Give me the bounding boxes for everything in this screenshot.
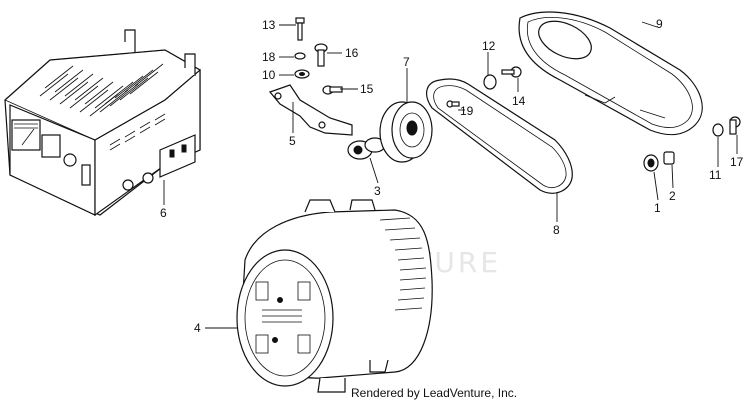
- callout-5: 5: [289, 134, 296, 148]
- callout-2: 2: [669, 189, 676, 203]
- callout-4: 4: [194, 321, 201, 335]
- bolt-17-part[interactable]: [729, 116, 741, 135]
- washer-18-part[interactable]: [294, 52, 306, 60]
- callout-15: 15: [360, 82, 374, 96]
- callout-3: 3: [374, 184, 381, 198]
- nut-1-part[interactable]: [643, 154, 659, 172]
- callout-6: 6: [160, 206, 167, 220]
- bolt-16-part[interactable]: [314, 43, 328, 67]
- bolt-13-part[interactable]: [295, 17, 305, 41]
- bolt-19-part[interactable]: [446, 100, 460, 108]
- idler-3-part[interactable]: [347, 137, 386, 160]
- callout-19: 19: [460, 104, 474, 118]
- spacer-2-part[interactable]: [663, 151, 675, 165]
- callout-14: 14: [512, 94, 526, 108]
- callout-13: 13: [262, 18, 276, 32]
- callout-16: 16: [345, 46, 359, 60]
- generator-part[interactable]: [236, 199, 433, 393]
- belt-cover-part[interactable]: [518, 11, 703, 136]
- washer-10-part[interactable]: [294, 69, 310, 79]
- belt-part[interactable]: [426, 78, 573, 194]
- render-credit: Rendered by LeadVenture, Inc.: [351, 386, 518, 400]
- callout-12: 12: [482, 39, 496, 53]
- leader-lines: [163, 21, 738, 329]
- bolt-14-part[interactable]: [501, 66, 522, 78]
- washer-11-part[interactable]: [712, 123, 724, 137]
- callout-11: 11: [709, 168, 722, 182]
- washer-12-part[interactable]: [483, 74, 497, 90]
- callout-10: 10: [262, 68, 276, 82]
- pulley-part[interactable]: [379, 101, 433, 163]
- callout-8: 8: [553, 223, 560, 237]
- callout-9: 9: [656, 17, 663, 31]
- callout-1: 1: [654, 201, 661, 215]
- callout-17: 17: [730, 155, 744, 169]
- bolt-15-part[interactable]: [322, 85, 343, 95]
- callout-18: 18: [262, 50, 276, 64]
- callout-7: 7: [403, 55, 410, 69]
- control-box-part[interactable]: [4, 29, 201, 217]
- callout-labels: 13 18 10 16 15 5 3 7 12 14 19 8 1 2 11 1…: [160, 17, 744, 335]
